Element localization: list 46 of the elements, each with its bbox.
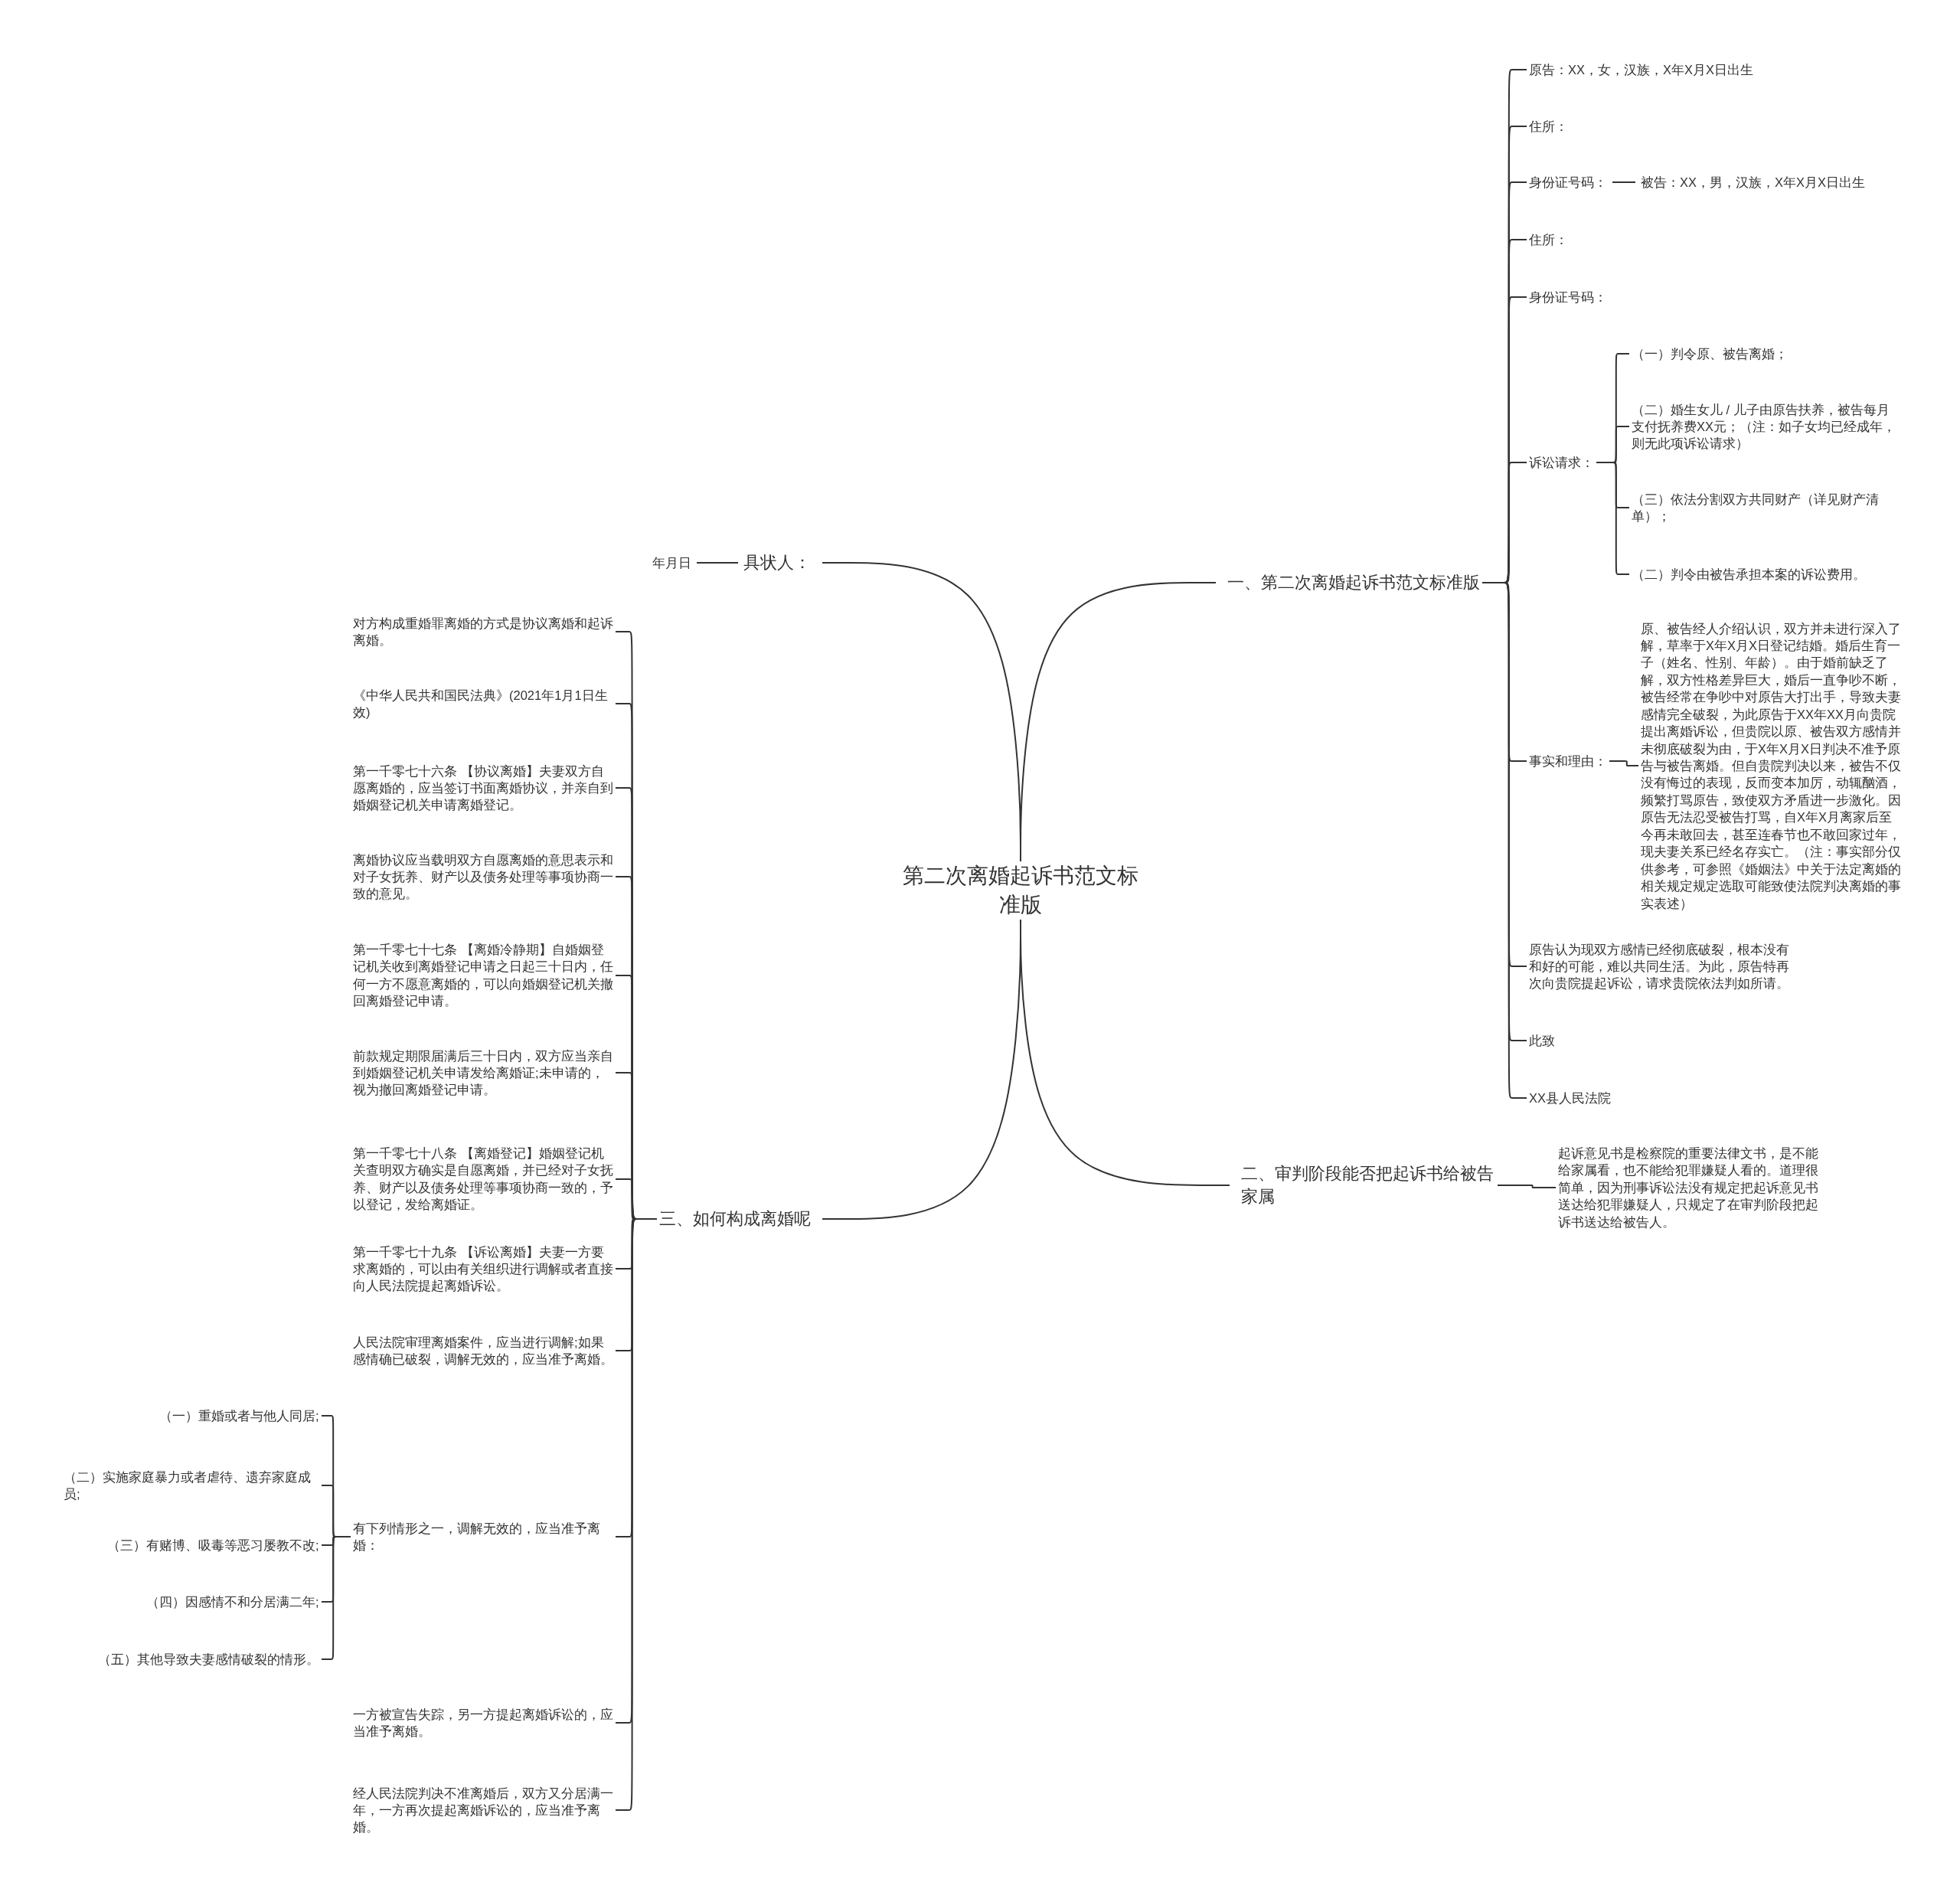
subtopic-text: XX县人民法院 (1527, 1088, 1613, 1109)
subtopic-text: 事实和理由： (1527, 751, 1609, 772)
subtopic-text: （一）判令原、被告离婚； (1629, 344, 1790, 364)
subtopic-text: 住所： (1527, 230, 1570, 250)
subtopic-text: 一方被宣告失踪，另一方提起离婚诉讼的，应当准予离婚。 (351, 1704, 616, 1742)
subtopic-text: 身份证号码： (1527, 287, 1609, 308)
connector-line (1497, 1185, 1557, 1188)
connector-line (1609, 760, 1639, 766)
subtopic-text: 原告认为现双方感情已经彻底破裂，根本没有和好的可能，难以共同生活。为此，原告特再次向贵院提起诉讼，请求贵院依法判如所请。 (1527, 939, 1792, 994)
subtopic-text: 身份证号码： (1527, 172, 1609, 193)
subtopic-text: 第一千零七十六条 【协议离婚】夫妻双方自愿离婚的，应当签订书面离婚协议，并亲自到婚姻登记机关申请离婚登记。 (351, 760, 616, 815)
subtopic-text: （二）判令由被告承担本案的诉讼费用。 (1629, 564, 1868, 585)
subtopic-text: （三）依法分割双方共同财产（详见财产清单）； (1629, 489, 1899, 527)
subtopic-text: 住所： (1527, 116, 1570, 137)
subtopic-text: 人民法院审理离婚案件，应当进行调解;如果感情确已破裂，调解无效的，应当准予离婚。 (351, 1332, 616, 1370)
subtopic-text: 第一千零七十八条 【离婚登记】婚姻登记机关查明双方确实是自愿离婚，并已经对子女抚养、财产以及债务处理等事项协商一致的，予以登记，发给离婚证。 (351, 1143, 616, 1215)
subtopic-text: 被告：XX，男，汉族，X年X月X日出生 (1638, 172, 1868, 193)
connector-line (822, 562, 1021, 862)
subtopic-text: 此致 (1527, 1031, 1557, 1051)
subtopic-text: 经人民法院判决不准离婚后，双方又分居满一年，一方再次提起离婚诉讼的，应当准予离婚。 (351, 1783, 616, 1838)
subtopic-text: （二）实施家庭暴力或者虐待、遗弃家庭成员; (61, 1466, 322, 1505)
subtopic-text: 《中华人民共和国民法典》(2021年1月1日生效) (351, 685, 616, 723)
subtopic-text: 离婚协议应当载明双方自愿离婚的意思表示和对子女抚养、财产以及债务处理等事项协商一致的意见。 (351, 849, 616, 904)
subtopic-text: （一）重婚或者与他人同居; (157, 1406, 322, 1426)
subtopic-text: 有下列情形之一，调解无效的，应当准予离婚： (351, 1518, 616, 1556)
subtopic-text: （三）有赌博、吸毒等恶习屡教不改; (105, 1535, 322, 1556)
subtopic-text: 前款规定期限届满后三十日内，双方应当亲自到婚姻登记机关申请发给离婚证;未申请的，视为撤回离婚登记申请。 (351, 1045, 616, 1100)
subtopic-text: 原告：XX，女，汉族，X年X月X日出生 (1527, 60, 1756, 80)
subtopic-text: 第一千零七十九条 【诉讼离婚】夫妻一方要求离婚的，可以由有关组织进行调解或者直接向人民法院提起离婚诉讼。 (351, 1241, 616, 1296)
central-topic: 第二次离婚起诉书范文标准版 (894, 860, 1147, 922)
main-topic: 三、如何构成离婚呢 (657, 1206, 813, 1232)
connector-line (1612, 181, 1636, 183)
subtopic-text: 原、被告经人介绍认识，双方并未进行深入了解，草率于X年X月X日登记结婚。婚后生育一子（姓名、性别、年龄）。由于婚前缺乏了解，双方性格差异巨大，婚后一直争吵不断，被告经常在争吵中对原告大打出手，导致夫妻感情完全破裂，为此原告于XX年XX月向贵院提出离婚诉讼，但贵院以原、被告双方感情并未彻底破裂为由，于X年X月X日判决不准予原告与被告离婚。但自贵院判决以来，被告不仅没有悔过的表现，反而变本加厉，动辄酗酒，频繁打骂原告，致使双方矛盾进一步激化。因原告无法忍受被告打骂，自X年X月离家后至今再未敢回去，甚至连春节也不敢回家过年，现夫妻关系已经名存实亡。（注：事实部分仅供参考，可参照《婚姻法》中关于法定离婚的相关规定规定选取可能致使法院判决离婚的事实表述） (1638, 618, 1903, 913)
subtopic-text: （四）因感情不和分居满二年; (144, 1592, 322, 1613)
subtopic-text: 起诉意见书是检察院的重要法律文书，是不能给家属看，也不能给犯罪嫌疑人看的。道理很简单，因为刑事诉讼法没有规定把起诉意见书送达给犯罪嫌疑人，只规定了在审判阶段把起诉书送达给被告人。 (1556, 1143, 1821, 1233)
main-topic: 具状人： (741, 550, 813, 576)
subtopic-text: 第一千零七十七条 【离婚冷静期】自婚姻登记机关收到离婚登记申请之日起三十日内，任何一方不愿意离婚的，可以向婚姻登记机关撤回离婚登记申请。 (351, 939, 616, 1011)
subtopic-text: （五）其他导致夫妻感情破裂的情形。 (96, 1649, 322, 1670)
subtopic-text: 诉讼请求： (1527, 453, 1596, 473)
main-topic: 二、审判阶段能否把起诉书给被告家属 (1239, 1161, 1498, 1210)
subtopic-text: 年月日 (650, 553, 694, 573)
connector-line (696, 562, 739, 564)
subtopic-text: （二）婚生女儿 / 儿子由原告扶养，被告每月支付抚养费XX元；（注：如子女均已经成年，则无此项诉讼请求） (1629, 399, 1899, 454)
subtopic-text: 对方构成重婚罪离婚的方式是协议离婚和起诉离婚。 (351, 613, 616, 651)
main-topic: 一、第二次离婚起诉书范文标准版 (1225, 570, 1482, 596)
connector-line (822, 919, 1021, 1220)
